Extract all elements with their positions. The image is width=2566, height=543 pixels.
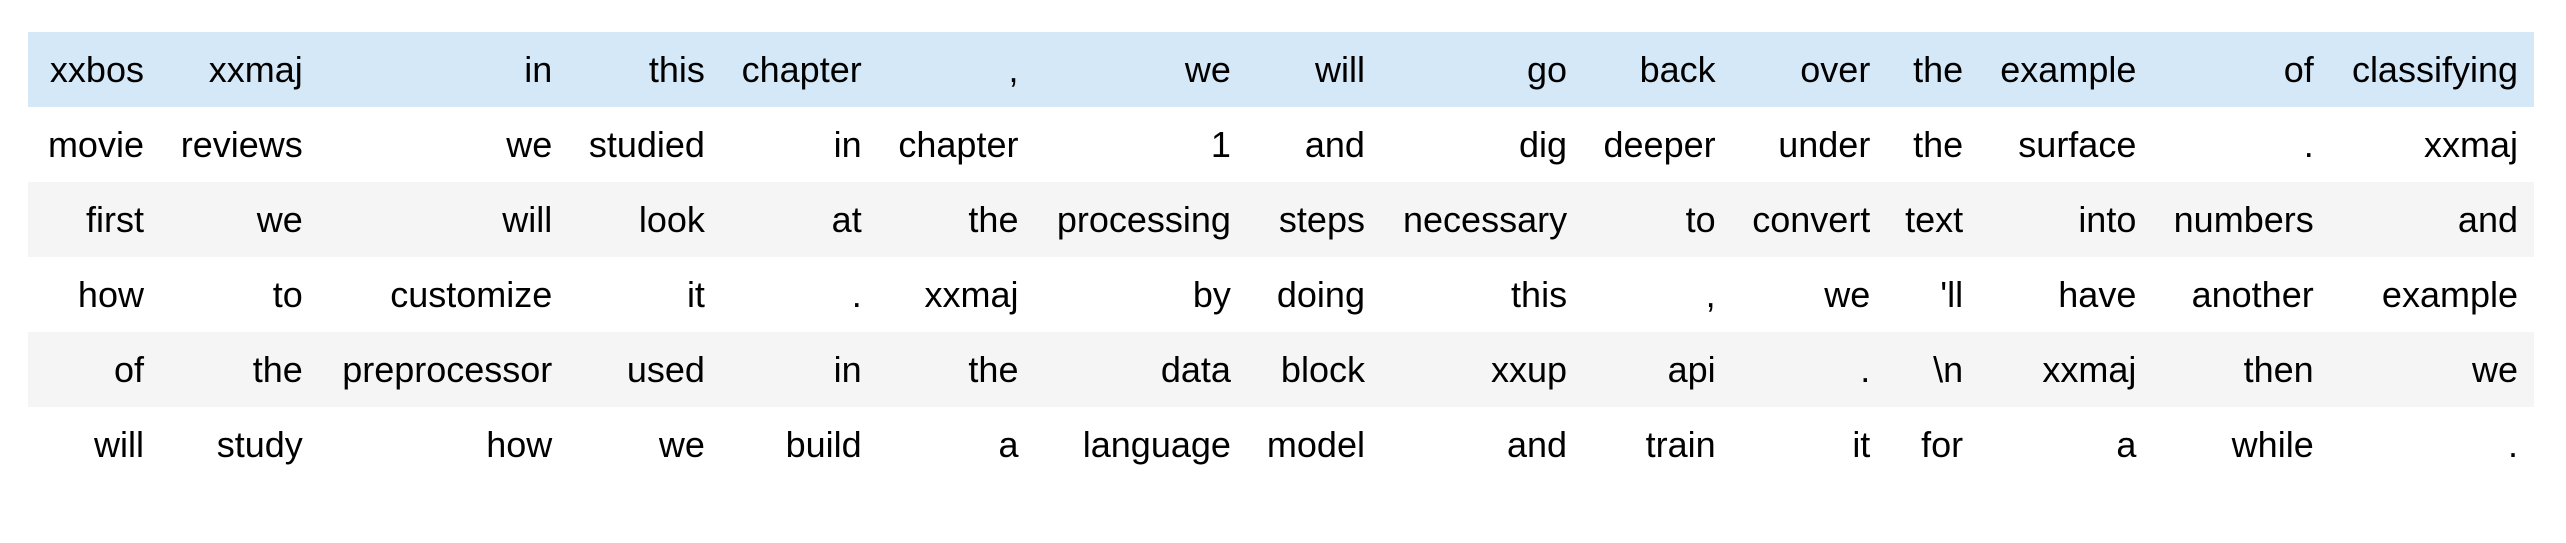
token-cell: 1: [1210, 124, 1231, 165]
token-cell: customize: [390, 274, 553, 315]
token-cell: build: [785, 424, 862, 465]
token-cell: will: [93, 424, 144, 465]
token-cell: the: [1913, 49, 1964, 90]
token-cell: classifying: [2351, 49, 2518, 90]
token-cell: go: [1527, 49, 1568, 90]
token-cell: will: [1314, 49, 1365, 90]
token-cell: and: [1304, 124, 1365, 165]
token-cell: how: [77, 274, 144, 315]
token-cell: into: [2078, 199, 2137, 240]
token-cell: example: [2000, 49, 2137, 90]
token-cell: first: [85, 199, 144, 240]
token-cell: xxbos: [49, 49, 144, 90]
token-cell: doing: [1276, 274, 1365, 315]
token-cell: xxmaj: [208, 49, 303, 90]
token-cell: a: [2116, 424, 2137, 465]
token-row: how to customize it. xxmaj by doing this, we 'll h…: [28, 257, 2534, 332]
token-cell: reviews: [180, 124, 303, 165]
token-cell: to: [1685, 199, 1716, 240]
token-cell: then: [2243, 349, 2314, 390]
token-row-highlighted: xxbos xxmaj in this chapter, we will go back over…: [28, 32, 2534, 107]
token-cell: example: [2381, 274, 2518, 315]
token-cell: we: [256, 199, 303, 240]
tokens-table: xxbos xxmaj in this chapter, we will go back over…: [28, 32, 2534, 482]
token-cell: .: [2303, 124, 2314, 165]
token-cell: by: [1192, 274, 1231, 315]
token-row: of the preprocessor used in the data block xxup a…: [28, 332, 2534, 407]
token-cell: for: [1921, 424, 1964, 465]
token-cell: ,: [1008, 49, 1019, 90]
token-cell: processing: [1056, 199, 1231, 240]
token-cell: how: [486, 424, 553, 465]
token-cell: back: [1639, 49, 1716, 90]
token-cell: used: [626, 349, 705, 390]
token-cell: train: [1645, 424, 1716, 465]
token-cell: in: [524, 49, 553, 90]
token-cell: we: [506, 124, 553, 165]
token-cell: chapter: [898, 124, 1019, 165]
token-cell: block: [1280, 349, 1365, 390]
token-cell: studied: [588, 124, 705, 165]
token-row: will study how we build a language model and trai…: [28, 407, 2534, 482]
token-cell: it: [686, 274, 705, 315]
token-cell: the: [252, 349, 303, 390]
token-cell: and: [2457, 199, 2518, 240]
token-cell: preprocessor: [342, 349, 553, 390]
token-cell: deeper: [1603, 124, 1716, 165]
tokens-table-body: xxbos xxmaj in this chapter, we will go back over…: [28, 32, 2534, 482]
token-cell: \n: [1933, 349, 1964, 390]
token-cell: convert: [1752, 199, 1871, 240]
token-cell: .: [2507, 424, 2518, 465]
token-cell: xxmaj: [2042, 349, 2137, 390]
token-cell: 'll: [1940, 274, 1964, 315]
token-cell: under: [1778, 124, 1871, 165]
token-cell: have: [2058, 274, 2137, 315]
token-cell: this: [1511, 274, 1568, 315]
token-cell: of: [113, 349, 144, 390]
token-cell: a: [998, 424, 1019, 465]
token-cell: .: [1860, 349, 1871, 390]
token-cell: the: [1913, 124, 1964, 165]
token-cell: necessary: [1403, 199, 1568, 240]
token-cell: another: [2191, 274, 2314, 315]
token-cell: dig: [1519, 124, 1568, 165]
token-cell: will: [502, 199, 553, 240]
token-cell: this: [648, 49, 705, 90]
token-cell: look: [638, 199, 705, 240]
token-cell: data: [1160, 349, 1231, 390]
token-cell: api: [1667, 349, 1716, 390]
token-cell: xxmaj: [2423, 124, 2518, 165]
token-cell: we: [1824, 274, 1871, 315]
token-cell: steps: [1278, 199, 1365, 240]
token-cell: movie: [47, 124, 144, 165]
token-cell: the: [968, 349, 1019, 390]
token-cell: we: [2471, 349, 2518, 390]
token-cell: we: [658, 424, 705, 465]
token-cell: study: [216, 424, 303, 465]
token-cell: model: [1266, 424, 1365, 465]
token-cell: ,: [1705, 274, 1716, 315]
token-cell: xxup: [1491, 349, 1568, 390]
token-row: first we will look at the processing steps neces…: [28, 182, 2534, 257]
token-cell: to: [272, 274, 303, 315]
token-cell: while: [2231, 424, 2314, 465]
token-cell: text: [1905, 199, 1964, 240]
token-cell: xxmaj: [924, 274, 1019, 315]
token-cell: at: [831, 199, 862, 240]
token-cell: in: [833, 349, 862, 390]
token-cell: language: [1082, 424, 1231, 465]
token-cell: surface: [2018, 124, 2137, 165]
token-cell: numbers: [2173, 199, 2314, 240]
token-cell: over: [1800, 49, 1871, 90]
token-cell: it: [1852, 424, 1871, 465]
token-cell: and: [1507, 424, 1568, 465]
token-cell: chapter: [741, 49, 862, 90]
token-cell: of: [2283, 49, 2314, 90]
token-cell: the: [968, 199, 1019, 240]
token-cell: we: [1184, 49, 1231, 90]
token-cell: in: [833, 124, 862, 165]
token-cell: .: [851, 274, 862, 315]
